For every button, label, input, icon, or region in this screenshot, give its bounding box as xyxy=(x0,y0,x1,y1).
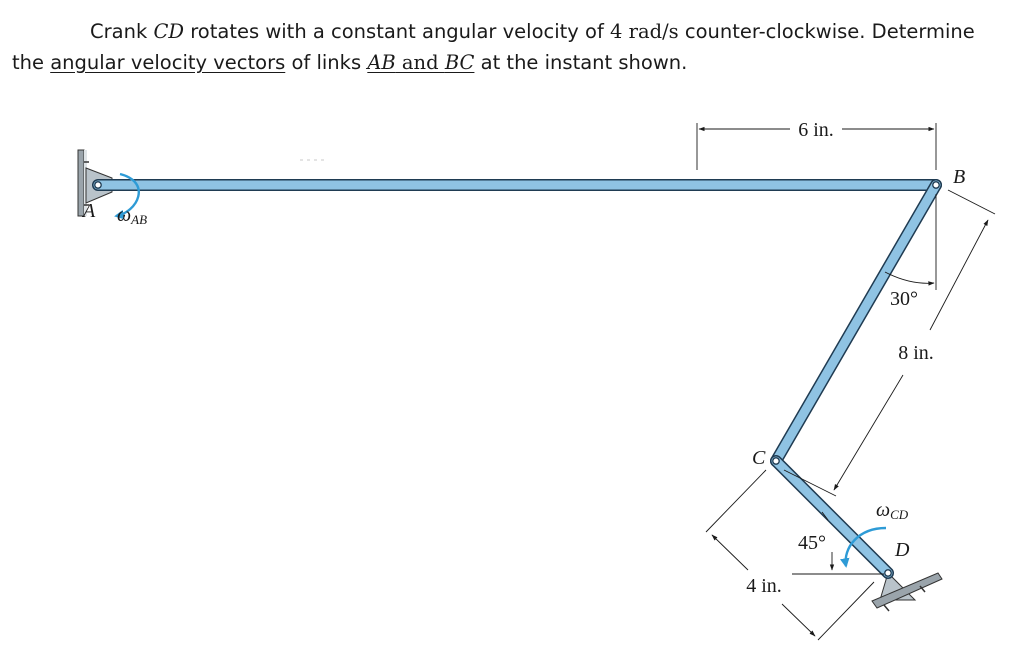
link-bc-symbol: BC xyxy=(444,51,475,74)
crank-cd-symbol: CD xyxy=(153,20,184,43)
point-b-label: B xyxy=(953,166,965,188)
link-ab-symbol: AB xyxy=(367,51,396,74)
omega-ab-label: ωAB xyxy=(117,204,147,227)
point-d-label: D xyxy=(894,539,910,561)
angle-45-marker xyxy=(792,511,884,575)
angle-30-label: 30° xyxy=(890,288,918,310)
angular-velocity-value: 4 rad/s xyxy=(610,20,679,43)
dimension-bc xyxy=(783,189,996,497)
dimension-ab-label: 6 in. xyxy=(798,119,834,141)
underlined-phrase: angular velocity vectors xyxy=(50,51,286,74)
text-segment: of links xyxy=(285,51,368,74)
dimension-ab xyxy=(696,123,937,170)
pin-b xyxy=(932,181,940,189)
text-segment: the xyxy=(12,51,51,74)
ground-support-d xyxy=(871,572,943,612)
omega-cd-label: ωCD xyxy=(876,499,909,522)
point-a-label: A xyxy=(81,200,96,222)
pin-c xyxy=(772,457,780,465)
angle-45-label: 45° xyxy=(798,532,826,554)
point-c-label: C xyxy=(752,447,766,469)
omega-ab-arrow xyxy=(114,172,140,220)
problem-line-1: Crank CD rotates with a constant angular… xyxy=(12,16,1012,47)
angle-30-marker xyxy=(884,194,937,290)
problem-line-2: the angular velocity vectors of links AB… xyxy=(12,47,1012,78)
dimension-cd xyxy=(705,469,875,641)
link-bc xyxy=(771,180,941,466)
problem-statement: Crank CD rotates with a constant angular… xyxy=(12,16,1012,78)
link-cd xyxy=(771,456,893,578)
pin-a xyxy=(94,181,102,189)
text-segment: rotates with a constant angular velocity… xyxy=(184,20,611,43)
text-segment: at the instant shown. xyxy=(474,51,688,74)
text-segment: counter-clockwise. Determine xyxy=(678,20,975,43)
dimension-bc-label: 8 in. xyxy=(898,342,934,364)
pin-d xyxy=(884,569,892,577)
text-segment: and xyxy=(395,51,445,74)
omega-cd-arrow xyxy=(840,526,887,568)
text-segment: Crank xyxy=(90,20,154,43)
dimension-cd-label: 4 in. xyxy=(746,575,782,597)
